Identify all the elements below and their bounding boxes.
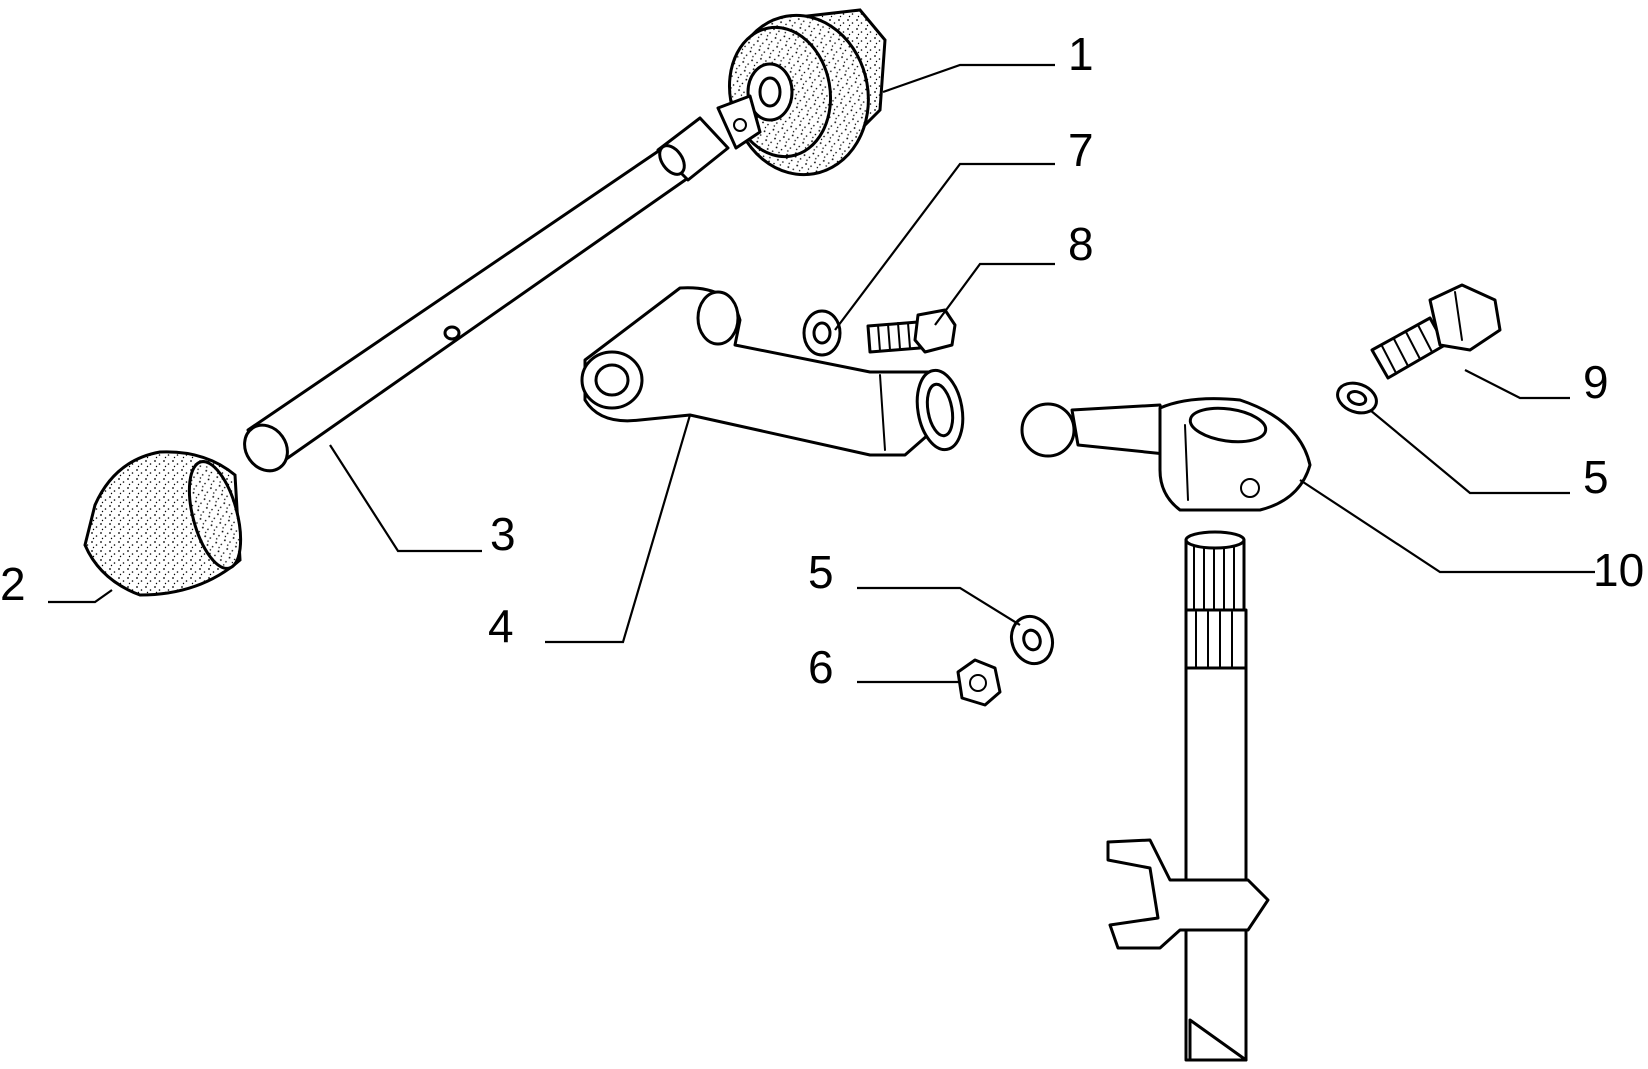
selector-rod xyxy=(243,116,730,473)
callout-6: 6 xyxy=(808,641,834,693)
callout-2: 2 xyxy=(0,558,26,610)
callout-5-right: 5 xyxy=(1583,451,1609,503)
washer-5-right xyxy=(1336,381,1378,415)
callout-9: 9 xyxy=(1583,356,1609,408)
bolt-8 xyxy=(866,308,957,354)
callout-5-lower: 5 xyxy=(808,546,834,598)
selector-shaft xyxy=(1106,530,1270,1062)
callout-1: 1 xyxy=(1068,28,1094,80)
rod-boot xyxy=(716,8,887,177)
leader-lines xyxy=(48,63,1595,684)
callout-4: 4 xyxy=(488,600,514,652)
callout-10: 10 xyxy=(1593,544,1644,596)
washer-5-lower xyxy=(1009,614,1055,666)
bolt-9 xyxy=(1370,283,1502,380)
shift-lever xyxy=(580,286,965,457)
callout-8: 8 xyxy=(1068,218,1094,270)
callout-3: 3 xyxy=(490,508,516,560)
nut-6 xyxy=(956,658,1002,707)
rod-end-cap xyxy=(83,450,243,597)
selector-finger xyxy=(1020,397,1312,512)
callout-labels: 1 2 3 4 5 5 6 7 8 9 10 xyxy=(0,28,1644,693)
washer-7 xyxy=(802,309,842,357)
callout-7: 7 xyxy=(1068,124,1094,176)
